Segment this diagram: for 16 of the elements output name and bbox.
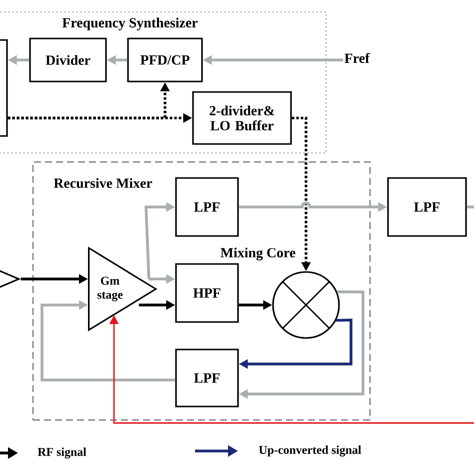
- block-box: LPF: [175, 348, 239, 408]
- block-box: 2-divider& LO Buffer: [192, 91, 292, 145]
- core-label: Mixing Core: [220, 248, 296, 260]
- legend-label: Up-converted signal: [259, 446, 362, 456]
- group-title: Recursive Mixer: [54, 178, 152, 188]
- input-label: Fref: [344, 53, 370, 63]
- block-box: PFD/CP: [127, 38, 203, 82]
- block-box: Divider: [29, 38, 107, 82]
- block-box: [0, 39, 8, 137]
- arrow: [40, 300, 176, 382]
- mixer-circle: [272, 271, 340, 339]
- group-title: Frequency Synthesizer: [62, 18, 198, 30]
- legend-label: RF signal: [38, 448, 86, 458]
- block-box: HPF: [175, 263, 239, 323]
- block-box: LPF: [387, 177, 467, 237]
- block-box: LPF: [175, 177, 239, 237]
